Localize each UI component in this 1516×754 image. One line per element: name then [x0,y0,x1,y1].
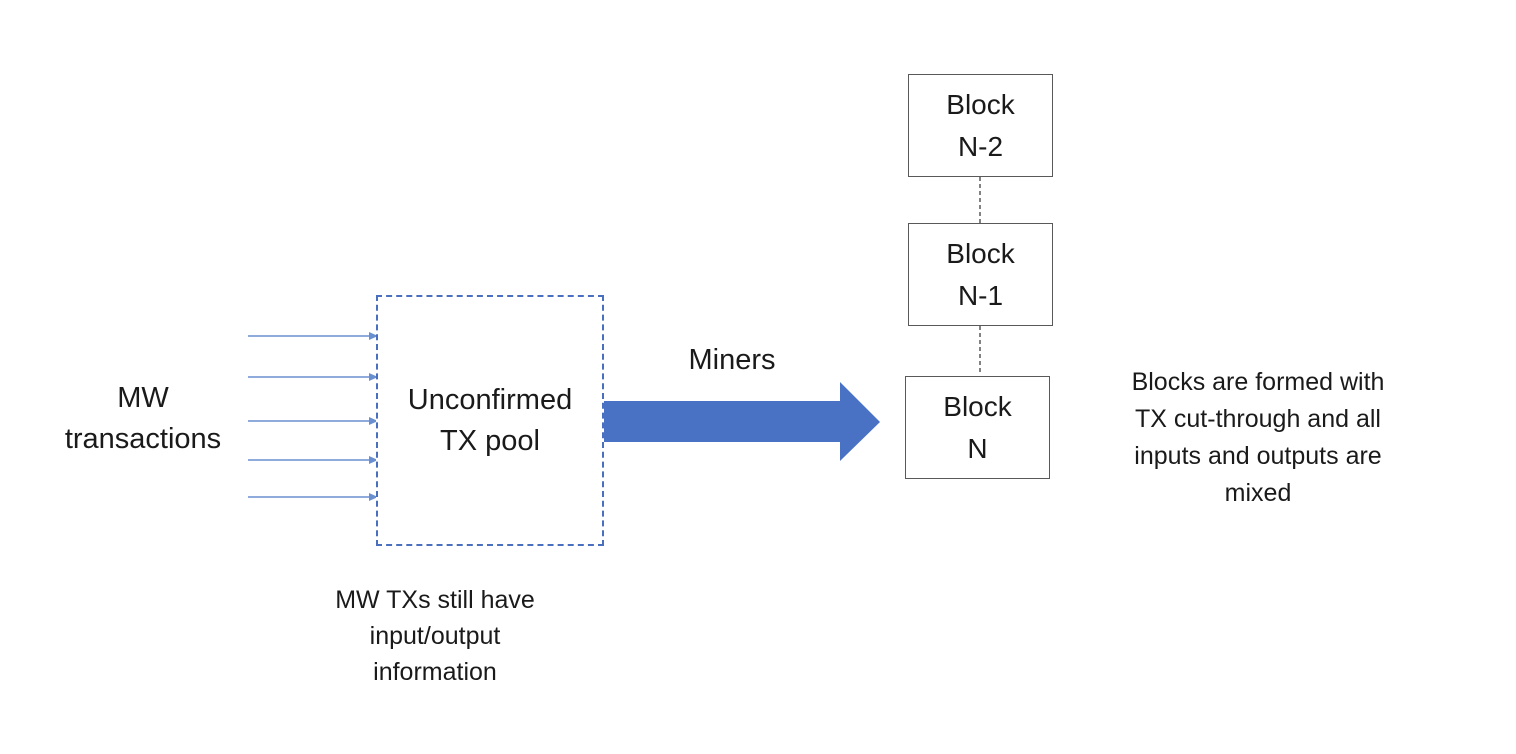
unconfirmed-pool: Unconfirmed TX pool [376,295,604,546]
block-n-1: Block N-1 [908,223,1053,326]
block-label: Block N-2 [946,88,1015,162]
source-label: MW transactions [64,382,222,455]
pool-label: Unconfirmed TX pool [407,383,573,457]
block-label: Block N-1 [946,237,1015,311]
pool-note: MW TXs still have input/output informati… [335,586,535,686]
block-n-2: Block N-2 [908,74,1053,177]
miners-arrow [603,382,880,461]
block-n: Block N [905,376,1050,479]
blocks-note: Blocks are formed with TX cut-through an… [1131,368,1385,507]
miners-label: Miners [688,344,776,376]
block-label: Block N [943,390,1012,464]
